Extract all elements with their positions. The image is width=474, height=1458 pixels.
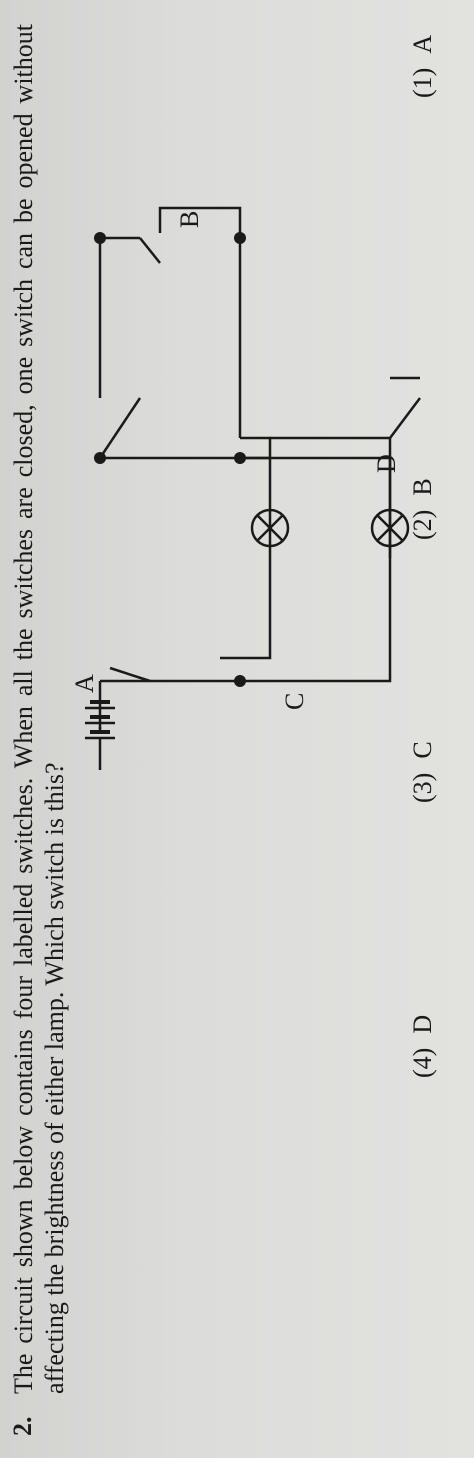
wire-left	[100, 456, 392, 683]
wire-junction	[238, 258, 270, 460]
option-1-num: (1)	[408, 67, 437, 98]
option-4-label: D	[408, 1014, 437, 1034]
lamp-upper	[250, 508, 290, 548]
option-2-num: (2)	[408, 509, 437, 540]
option-3[interactable]: (3) C	[408, 727, 438, 803]
battery-symbol	[85, 700, 115, 740]
option-3-num: (3)	[408, 772, 437, 803]
switch-label-D: D	[372, 454, 401, 473]
junction-dot-5	[234, 675, 246, 687]
option-3-label: C	[408, 741, 437, 759]
wire-lamp-c-branch	[220, 436, 272, 660]
wire-A-to-top	[98, 236, 140, 398]
switch-label-B: B	[175, 210, 204, 228]
switch-label-C: C	[280, 692, 309, 710]
switch-C-blade	[109, 666, 151, 683]
switch-D-blade	[389, 397, 421, 439]
lamp-lower	[370, 508, 410, 548]
junction-dot-3	[234, 232, 246, 244]
option-2[interactable]: (2) B	[408, 464, 438, 540]
junction-dot-1	[94, 452, 106, 464]
junction-dot-4	[234, 452, 246, 464]
option-1-label: A	[408, 34, 437, 54]
switch-B-blade	[139, 237, 161, 264]
option-2-label: B	[408, 478, 437, 496]
junction-dot-2	[94, 232, 106, 244]
switch-A-blade	[98, 397, 142, 459]
option-4[interactable]: (4) D	[408, 1001, 438, 1078]
option-1[interactable]: (1) A	[408, 21, 438, 98]
switch-label-A: A	[70, 674, 99, 693]
option-4-num: (4)	[408, 1047, 437, 1078]
